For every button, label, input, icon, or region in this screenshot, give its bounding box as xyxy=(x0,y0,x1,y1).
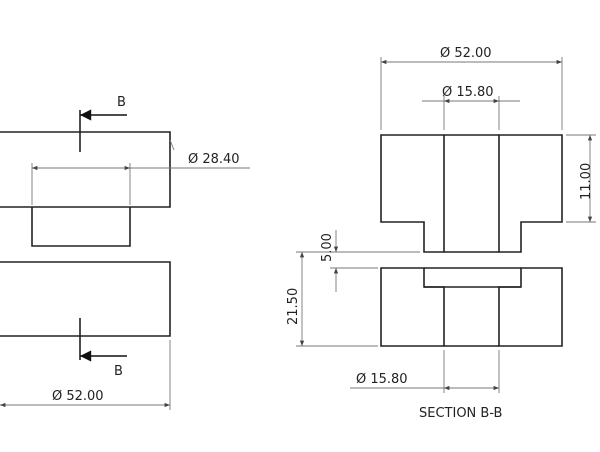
section-marker-top-label: B xyxy=(117,95,126,110)
upper-block-outline xyxy=(0,131,171,208)
height-top-label: 11.00 xyxy=(579,163,594,200)
boss-outline xyxy=(31,207,131,247)
bottom-part-left-section xyxy=(380,267,445,347)
front-view: B B Ø 28.40 Ø 52.00 xyxy=(0,95,250,410)
outer-diameter-label: Ø 52.00 xyxy=(440,46,492,61)
upper-block-edge-tick xyxy=(169,139,175,151)
lower-block-outline xyxy=(0,261,171,337)
height-bottom-label: 21.50 xyxy=(286,288,301,325)
overall-diameter-label: Ø 52.00 xyxy=(52,389,104,404)
top-part-left-section xyxy=(380,134,445,253)
hole-bottom-diameter-label: Ø 15.80 xyxy=(356,372,408,387)
bore-diameter-label: Ø 28.40 xyxy=(188,152,240,167)
gap-label: 5.00 xyxy=(320,233,335,262)
bottom-part-right-section xyxy=(498,267,563,347)
section-marker-bottom-label: B xyxy=(114,364,123,379)
hole-top-diameter-label: Ø 15.80 xyxy=(442,85,494,100)
section-title: SECTION B-B xyxy=(419,406,502,421)
top-part-right-section xyxy=(498,134,563,253)
section-view: Ø 52.00 Ø 15.80 11.00 5.00 21.50 Ø 15.80 xyxy=(286,46,596,421)
